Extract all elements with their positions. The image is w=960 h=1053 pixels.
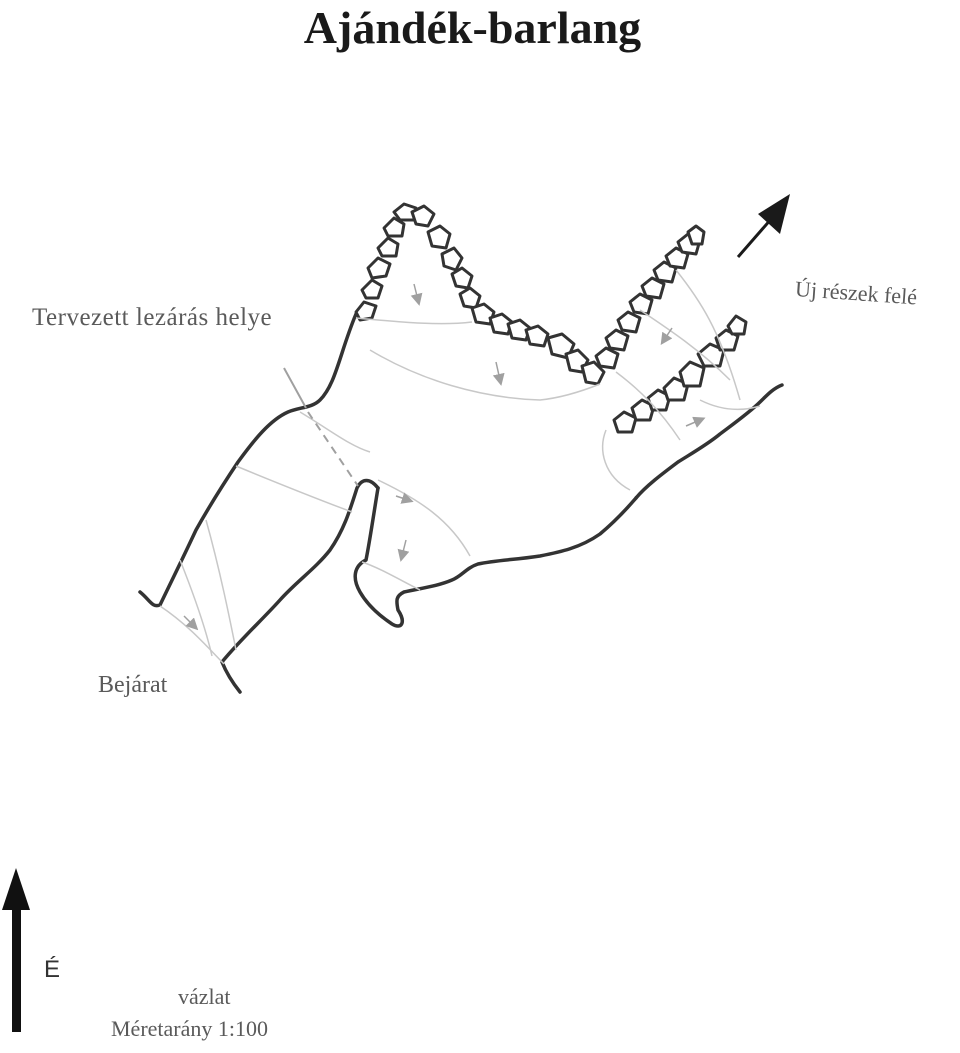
scale-label: Méretarány 1:100 xyxy=(111,1016,268,1041)
planned-closure-marker xyxy=(283,367,359,487)
contour-lines xyxy=(159,269,761,665)
slope-arrows xyxy=(183,283,706,631)
boulder-chain-north xyxy=(354,202,706,386)
sketch-label: vázlat xyxy=(178,984,231,1009)
entrance-label: Bejárat xyxy=(98,672,168,698)
central-pillar xyxy=(353,486,638,628)
right-wall xyxy=(634,383,784,500)
planned-closure-label: Tervezett lezárás helye xyxy=(32,304,273,331)
lower-left-wall xyxy=(220,478,380,694)
left-wall xyxy=(138,312,358,608)
boulder-chain-east xyxy=(612,314,748,434)
direction-arrow-icon xyxy=(736,194,790,258)
map-title: Ajándék-barlang xyxy=(303,2,642,53)
north-label: É xyxy=(44,956,61,983)
north-arrow-icon xyxy=(2,868,30,1032)
